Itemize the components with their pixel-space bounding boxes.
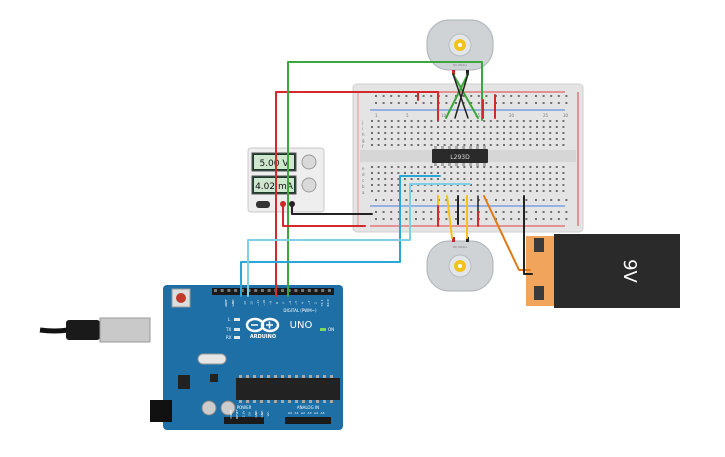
analog-pin-label: A5	[321, 411, 325, 415]
arduino-brand: ARDUINO	[250, 334, 276, 340]
svg-text:25: 25	[543, 113, 549, 118]
current-display: 4.02 mA	[255, 182, 294, 192]
svg-text:20: 20	[509, 113, 515, 118]
motor-top-label: DC Motor	[453, 63, 468, 67]
voltage-knob-icon[interactable]	[301, 154, 317, 170]
svg-text:d: d	[362, 172, 365, 177]
pin-label: 4	[301, 302, 305, 304]
power-switch[interactable]	[256, 201, 270, 208]
power-label: POWER	[237, 405, 252, 410]
usb-port[interactable]	[99, 317, 151, 343]
pin-label: ~6	[288, 301, 292, 306]
voltage-display: 5.00 V	[259, 159, 289, 169]
svg-text:1: 1	[375, 113, 378, 118]
svg-text:10: 10	[441, 113, 447, 118]
analog-pin-label: A4	[314, 411, 318, 415]
arduino-model: UNO	[290, 320, 313, 331]
pin-label: TX 1	[320, 300, 324, 308]
power-pin-label: IOREF	[229, 409, 233, 418]
svg-text:c: c	[362, 178, 364, 183]
breadboard-row-letters: j i h g f e d c b a	[361, 120, 365, 195]
arduino-uno[interactable]: L TX RX ON ARDUINO UNO DIGITAL (PWM~) PO…	[39, 285, 343, 430]
battery-label: 9V	[619, 259, 640, 283]
pin-label: ~5	[294, 301, 298, 306]
on-led-label: ON	[328, 327, 334, 332]
power-pin-label: GND	[254, 410, 258, 418]
pin-label: ~10	[262, 300, 266, 306]
pin-label: 12	[249, 301, 253, 305]
analog-pin-label: A0	[288, 411, 292, 415]
power-pin-label: 5V	[248, 411, 252, 416]
motor-bottom-label: DC Motor	[453, 245, 468, 249]
pin-label: ~11	[256, 300, 260, 306]
breadboard-column-numbers: 1 5 10 15 20 25 30	[375, 113, 569, 118]
current-knob-icon[interactable]	[301, 177, 317, 193]
power-jack[interactable]	[150, 400, 172, 422]
l-led-label: L	[228, 317, 231, 322]
wires[interactable]	[240, 61, 533, 297]
analog-pin-label: A3	[308, 411, 312, 415]
power-supply[interactable]: 5.00 V 4.02 mA	[247, 147, 325, 213]
pin-label: 2	[313, 302, 317, 304]
power-pin-label: Vin	[266, 412, 270, 417]
svg-text:a: a	[362, 190, 365, 195]
arduino-logo-icon	[245, 317, 280, 333]
svg-text:j: j	[361, 120, 363, 125]
tx-led-label: TX	[225, 327, 231, 332]
svg-text:b: b	[362, 184, 365, 189]
digital-label: DIGITAL (PWM~)	[283, 308, 317, 313]
svg-text:f: f	[362, 144, 364, 149]
pin-label: ~9	[269, 301, 273, 306]
svg-text:5: 5	[406, 113, 409, 118]
pin-label: 8	[275, 302, 279, 304]
dc-motor-bottom[interactable]: DC Motor	[426, 237, 494, 292]
chip-label: L293D	[450, 154, 470, 161]
svg-text:g: g	[362, 138, 365, 143]
analog-label: ANALOG IN	[297, 405, 319, 410]
svg-text:30: 30	[563, 113, 569, 118]
svg-text:i: i	[362, 126, 363, 131]
svg-text:e: e	[362, 166, 365, 171]
svg-text:h: h	[362, 132, 365, 137]
dc-motor-top[interactable]: DC Motor	[426, 19, 494, 75]
analog-pin-label: A1	[295, 411, 299, 415]
power-pin-label: RESET	[235, 409, 239, 419]
rx-led-label: RX	[226, 335, 232, 340]
pin-label: ~3	[307, 301, 311, 306]
analog-pin-label: A2	[301, 411, 305, 415]
svg-text:15: 15	[475, 113, 481, 118]
pin-label: GND	[231, 299, 235, 307]
reset-button[interactable]	[176, 293, 186, 303]
l293d-chip[interactable]: L293D	[432, 146, 488, 166]
power-pin-label: 3.3V	[241, 410, 245, 418]
pin-label: AREF	[224, 299, 228, 307]
pin-label: 7	[281, 302, 285, 304]
battery-9v[interactable]: 9V	[526, 234, 680, 308]
power-pin-label: GND	[260, 410, 264, 418]
pin-label: RX 0	[326, 299, 330, 306]
pin-label: 13	[243, 301, 247, 305]
